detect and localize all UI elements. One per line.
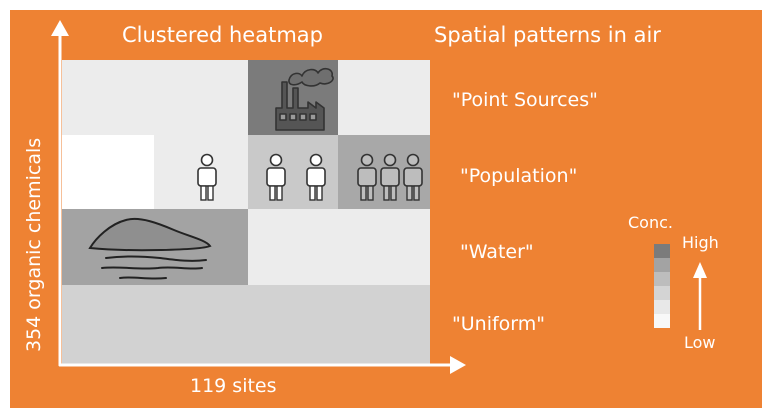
heatmap-figure: Clustered heatmap Spatial patterns in ai… [23,20,719,397]
legend-swatch [654,314,670,328]
legend-arrow-head [693,262,707,278]
legend-swatch [654,286,670,300]
cluster-label-population: "Population" [460,165,577,187]
x-axis-label: 119 sites [190,375,277,397]
y-axis-arrow [51,20,69,36]
legend-title: Conc. [628,213,673,232]
x-axis-arrow [450,356,466,374]
legend-high-label: High [682,233,719,252]
figure-subtitle: Spatial patterns in air [434,23,661,47]
legend-swatches [654,244,670,328]
cluster-labels: "Point Sources" "Population" "Water" "Un… [452,89,598,335]
heatmap-cell [338,60,430,135]
y-axis-label: 354 organic chemicals [23,138,45,352]
legend-low-label: Low [684,333,716,352]
heatmap-cell [62,285,430,365]
legend-swatch [654,272,670,286]
legend-swatch [654,244,670,258]
cluster-label-point-sources: "Point Sources" [452,89,598,111]
heatmap-cell [62,135,154,209]
cluster-label-water: "Water" [460,241,534,263]
lake-icon [88,218,212,280]
cluster-label-uniform: "Uniform" [452,313,545,335]
figure-panel: Clustered heatmap Spatial patterns in ai… [10,10,762,408]
legend-swatch [654,258,670,272]
axes [51,20,466,374]
heatmap-cell [248,209,430,285]
heatmap [62,60,430,365]
factory-icon [275,67,334,131]
heatmap-title: Clustered heatmap [122,23,323,47]
legend: Conc. High Low [628,213,719,352]
heatmap-cell [62,60,248,135]
legend-swatch [654,300,670,314]
